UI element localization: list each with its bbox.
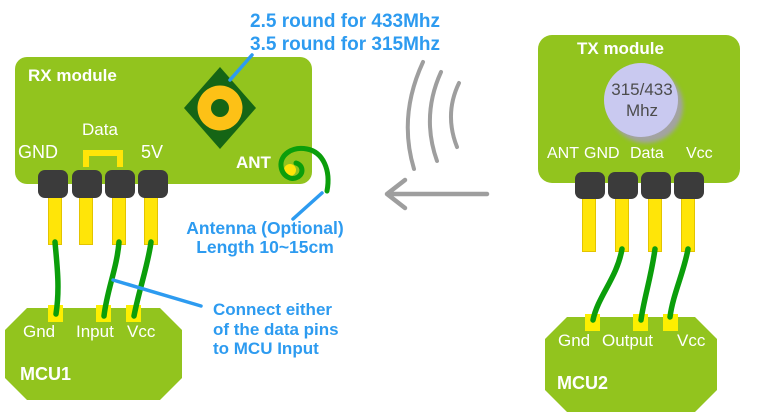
mcu2-body <box>545 317 717 412</box>
mcu2-pin-label-gnd: Gnd <box>558 331 591 350</box>
rx-leg-gnd <box>48 195 62 245</box>
tx-pin-label-ant: ANT <box>547 145 579 162</box>
connect-note-line3: to MCU Input <box>213 339 319 358</box>
antenna-note-callout-line <box>291 191 324 221</box>
connect-note-line1: Connect either <box>213 300 333 319</box>
rx-pin-label-5v: 5V <box>141 142 164 162</box>
transmission-arrow-icon <box>384 177 490 211</box>
rx-pin-data2 <box>105 170 135 198</box>
tx-pin-vcc <box>674 172 704 199</box>
wire-tx-data-to-mcu2-output <box>638 246 658 323</box>
wire-rx-gnd-to-mcu1 <box>52 239 61 317</box>
mcu1-pad-vcc <box>126 305 141 322</box>
mcu2-pad-output <box>633 314 648 331</box>
mcu2-pad-gnd <box>585 314 600 331</box>
tx-leg-vcc <box>681 195 695 252</box>
mcu2-pad-vcc <box>663 314 678 331</box>
coil-note-line2: 3.5 round for 315Mhz <box>250 34 441 55</box>
rx-ant-label: ANT <box>236 153 271 172</box>
coil-note-line1: 2.5 round for 433Mhz <box>250 11 441 32</box>
radio-wave-arc-2 <box>427 70 443 163</box>
tx-pin-label-data: Data <box>630 145 664 162</box>
rx-pin-5v <box>138 170 168 198</box>
radio-wave-arc-3 <box>448 81 461 149</box>
rx-module-title: RX module <box>28 66 117 85</box>
mcu1-pad-gnd <box>48 305 63 322</box>
antenna-note-line1: Antenna (Optional) <box>186 218 344 238</box>
rx-pin-gnd <box>38 170 68 198</box>
mcu1-title: MCU1 <box>20 364 72 384</box>
mcu1-pin-label-vcc: Vcc <box>127 322 156 341</box>
mcu1-pin-label-gnd: Gnd <box>23 322 56 341</box>
tx-leg-data <box>648 195 662 252</box>
antenna-note: Antenna (Optional) Length 10~15cm <box>172 219 358 256</box>
tx-pin-gnd <box>608 172 638 199</box>
connect-note: Connect either of the data pins to MCU I… <box>213 300 339 359</box>
connect-note-callout-line <box>111 278 203 308</box>
radio-wave-arc-1 <box>405 60 425 171</box>
tx-frequency-line1: 315/433 <box>611 80 673 99</box>
mcu2-pin-label-output: Output <box>602 331 654 350</box>
coil-winding-note: 2.5 round for 433Mhz 3.5 round for 315Mh… <box>250 10 440 56</box>
tx-frequency-line2: Mhz <box>625 101 659 120</box>
tx-frequency-circle <box>604 63 678 137</box>
rx-pin-data1 <box>72 170 102 198</box>
rx-pin-label-data: Data <box>82 120 118 139</box>
tx-module-title: TX module <box>577 39 664 58</box>
antenna-note-line2: Length 10~15cm <box>196 236 334 257</box>
tx-leg-gnd <box>615 195 629 252</box>
rx-leg-data1 <box>79 195 93 245</box>
mcu2-title: MCU2 <box>557 373 609 393</box>
rx-module-body <box>15 57 312 184</box>
rx-leg-5v <box>144 195 158 245</box>
tx-leg-ant <box>582 195 596 252</box>
tx-pin-label-gnd: GND <box>584 145 620 162</box>
mcu2-pin-label-vcc: Vcc <box>677 331 706 350</box>
rx-leg-data2 <box>112 195 126 245</box>
mcu1-pin-label-input: Input <box>76 322 114 341</box>
rx-pin-label-gnd: GND <box>18 142 58 162</box>
tx-pin-ant <box>575 172 605 199</box>
mcu1-pad-input <box>96 305 111 322</box>
tx-pin-data <box>641 172 671 199</box>
connect-note-line2: of the data pins <box>213 319 339 339</box>
tx-frequency-text: 315/433 Mhz <box>606 79 678 121</box>
tx-pin-label-vcc: Vcc <box>686 145 713 162</box>
wire-tx-gnd-to-mcu2 <box>590 246 625 323</box>
wire-tx-vcc-to-mcu2-vcc <box>667 246 691 320</box>
mcu1-body <box>5 308 182 400</box>
